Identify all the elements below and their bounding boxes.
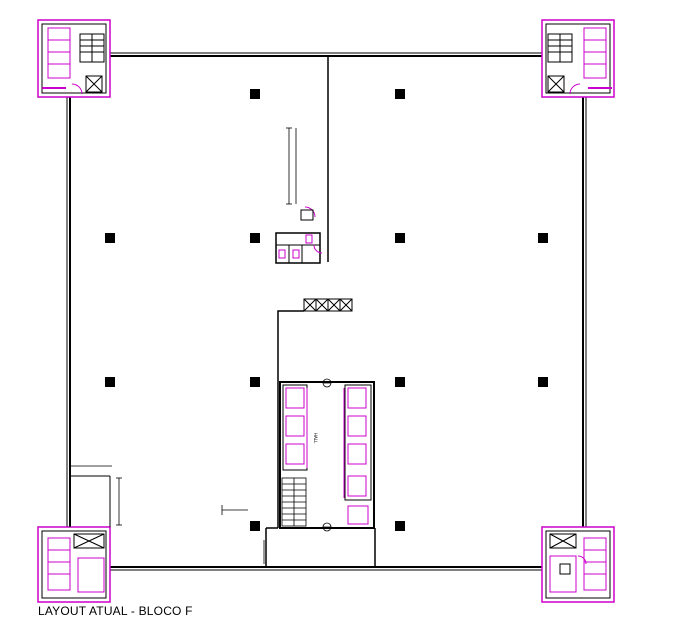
duct-boxes (303, 298, 353, 312)
core-walls (265, 310, 376, 567)
perimeter-walls (69, 55, 584, 568)
elevator-core: HALL (279, 378, 375, 532)
structural-columns (105, 89, 548, 531)
hall-label: HALL (313, 433, 318, 444)
dimension-marks (70, 127, 297, 564)
corner-core-bottom-left (37, 475, 111, 603)
corner-core-top-left (37, 19, 111, 98)
corner-core-bottom-right (541, 526, 615, 603)
restroom-block (275, 206, 323, 264)
drawing-title: LAYOUT ATUAL - BLOCO F (38, 604, 193, 618)
corner-core-top-right (541, 19, 615, 98)
